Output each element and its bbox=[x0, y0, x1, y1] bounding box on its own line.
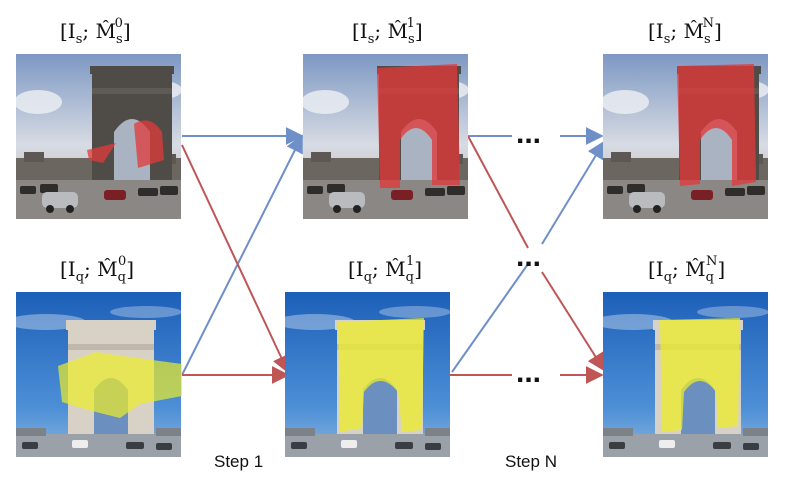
ellipsis-query: ... bbox=[516, 356, 541, 389]
support-image-step1 bbox=[303, 54, 468, 219]
step-1-label: Step 1 bbox=[214, 452, 263, 471]
support-mask-step0 bbox=[87, 143, 116, 163]
label-query-stepN: [Iq; M̂qN] bbox=[648, 254, 725, 285]
arrow-cross-blue-cont bbox=[541, 140, 605, 245]
support-image-stepN bbox=[603, 54, 768, 219]
query-mask-stepN bbox=[660, 318, 740, 432]
label-support-stepN: [Is; M̂sN] bbox=[648, 16, 722, 47]
query-image-step0 bbox=[16, 292, 182, 457]
arrow-s1-to-qN-cross bbox=[467, 135, 529, 249]
ellipsis-middle: ... bbox=[516, 240, 541, 273]
support-mask-step0-right bbox=[134, 120, 164, 168]
support-mask-step1 bbox=[377, 64, 460, 188]
step-n-label: Step N bbox=[505, 452, 557, 471]
label-query-step1: [Iq; M̂q1] bbox=[348, 254, 422, 285]
label-support-step1: [Is; M̂s1] bbox=[352, 16, 423, 47]
flow-arrows bbox=[181, 127, 605, 384]
label-support-step0: [Is; M̂s0] bbox=[60, 16, 131, 47]
query-mask-step0 bbox=[58, 352, 182, 418]
arrow-q0-to-s1 bbox=[181, 134, 303, 376]
arrow-cross-red-cont bbox=[541, 271, 605, 372]
support-image-step0 bbox=[16, 54, 181, 219]
arrow-s0-to-q1 bbox=[181, 144, 290, 374]
ellipsis-support: ... bbox=[516, 117, 541, 150]
query-image-stepN bbox=[603, 292, 768, 457]
query-image-step1 bbox=[285, 292, 450, 457]
label-query-step0: [Iq; M̂q0] bbox=[60, 254, 134, 285]
query-mask-step1 bbox=[338, 318, 424, 432]
arrow-q1-to-sN-cross bbox=[451, 263, 529, 373]
support-mask-stepN bbox=[677, 64, 756, 186]
